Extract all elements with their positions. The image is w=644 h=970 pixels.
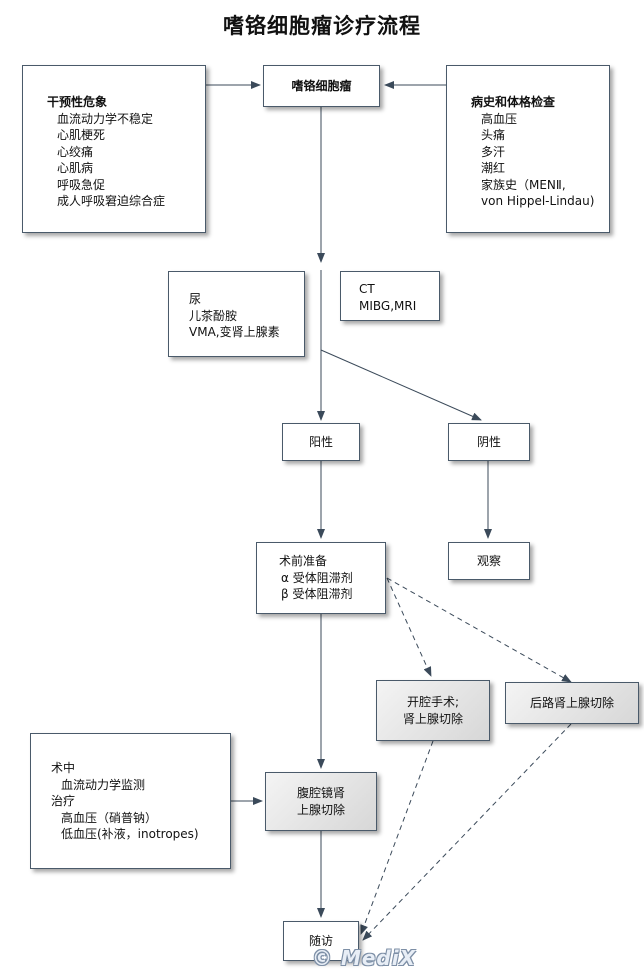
followup-label: 随访 [308,933,333,948]
urine-line: 儿茶酚胺 [189,308,238,323]
node-observe: 观察 [448,542,530,580]
lap-line: 上腺切除 [296,802,345,817]
node-positive: 阳性 [282,423,360,461]
open-surgery-line: 肾上腺切除 [402,711,463,726]
imaging-line: MIBG,MRI [359,298,417,313]
intraop-line: 低血压(补液，inotropes) [61,827,199,841]
history-item: von Hippel-Lindau) [481,194,595,208]
dashed-preop-to-open [386,577,432,677]
crisis-item: 心绞痛 [57,144,94,159]
node-preop: 术前准备 α 受体阻滞剂 β 受体阻滞剂 [256,542,386,614]
crisis-item: 呼吸急促 [57,177,106,192]
urine-line: VMA,变肾上腺素 [189,325,280,339]
node-imaging: CT MIBG,MRI [340,271,440,321]
dashed-open-to-followup [360,740,434,935]
crisis-item: 成人呼吸窘迫综合症 [57,194,166,208]
preop-line: 术前准备 [279,554,328,568]
positive-label: 阳性 [308,434,333,449]
history-item: 家族史（MENⅡ, [481,177,566,192]
node-crisis: 干预性危象 血流动力学不稳定 心肌梗死 心绞痛 心肌病 呼吸急促 成人呼吸窘迫综… [22,65,206,233]
history-item: 头痛 [481,128,506,142]
history-item: 潮红 [481,161,506,175]
urine-line: 尿 [189,292,202,306]
open-surgery-line: 开腔手术; [406,695,460,709]
preop-line: β 受体阻滞剂 [281,587,353,601]
negative-label: 阴性 [476,434,501,449]
watermark-logo: © MediX [312,946,417,970]
node-intraop: 术中 血流动力学监测 治疗 高血压（硝普钠） 低血压(补液，inotropes) [30,733,231,869]
history-item: 高血压 [481,111,518,126]
preop-line: α 受体阻滞剂 [281,570,353,585]
arrow-to-negative [320,349,482,421]
history-heading: 病史和体格检查 [471,95,556,109]
retro-label: 后路肾上腺切除 [529,695,614,710]
crisis-item: 心肌病 [57,161,94,175]
node-open-surgery: 开腔手术; 肾上腺切除 [376,680,490,741]
node-laparoscopic: 腹腔镜肾 上腺切除 [265,772,377,831]
observe-label: 观察 [476,553,501,568]
node-negative: 阴性 [448,423,530,461]
crisis-heading: 干预性危象 [47,95,108,109]
crisis-item: 血流动力学不稳定 [57,111,154,126]
intraop-line: 治疗 [51,794,76,808]
page-title: 嗜铬细胞瘤诊疗流程 [223,14,421,38]
dashed-retro-to-followup [362,723,572,941]
dashed-preop-to-retro [386,577,572,683]
node-pheochromocytoma: 嗜铬细胞瘤 [263,65,380,107]
crisis-item: 心肌梗死 [57,128,106,142]
intraop-line: 术中 [51,761,76,775]
history-item: 多汗 [481,144,506,159]
node-followup: 随访 [283,921,359,961]
node-urine-tests: 尿 儿茶酚胺 VMA,变肾上腺素 [168,271,305,357]
intraop-line: 高血压（硝普钠） [61,810,158,825]
intraop-line: 血流动力学监测 [61,777,146,792]
node-history: 病史和体格检查 高血压 头痛 多汗 潮红 家族史（MENⅡ, von Hippe… [446,65,610,233]
pheo-label: 嗜铬细胞瘤 [291,78,352,93]
lap-line: 腹腔镜肾 [296,786,345,800]
node-retroperitoneal: 后路肾上腺切除 [505,682,639,724]
imaging-line: CT [359,282,375,296]
